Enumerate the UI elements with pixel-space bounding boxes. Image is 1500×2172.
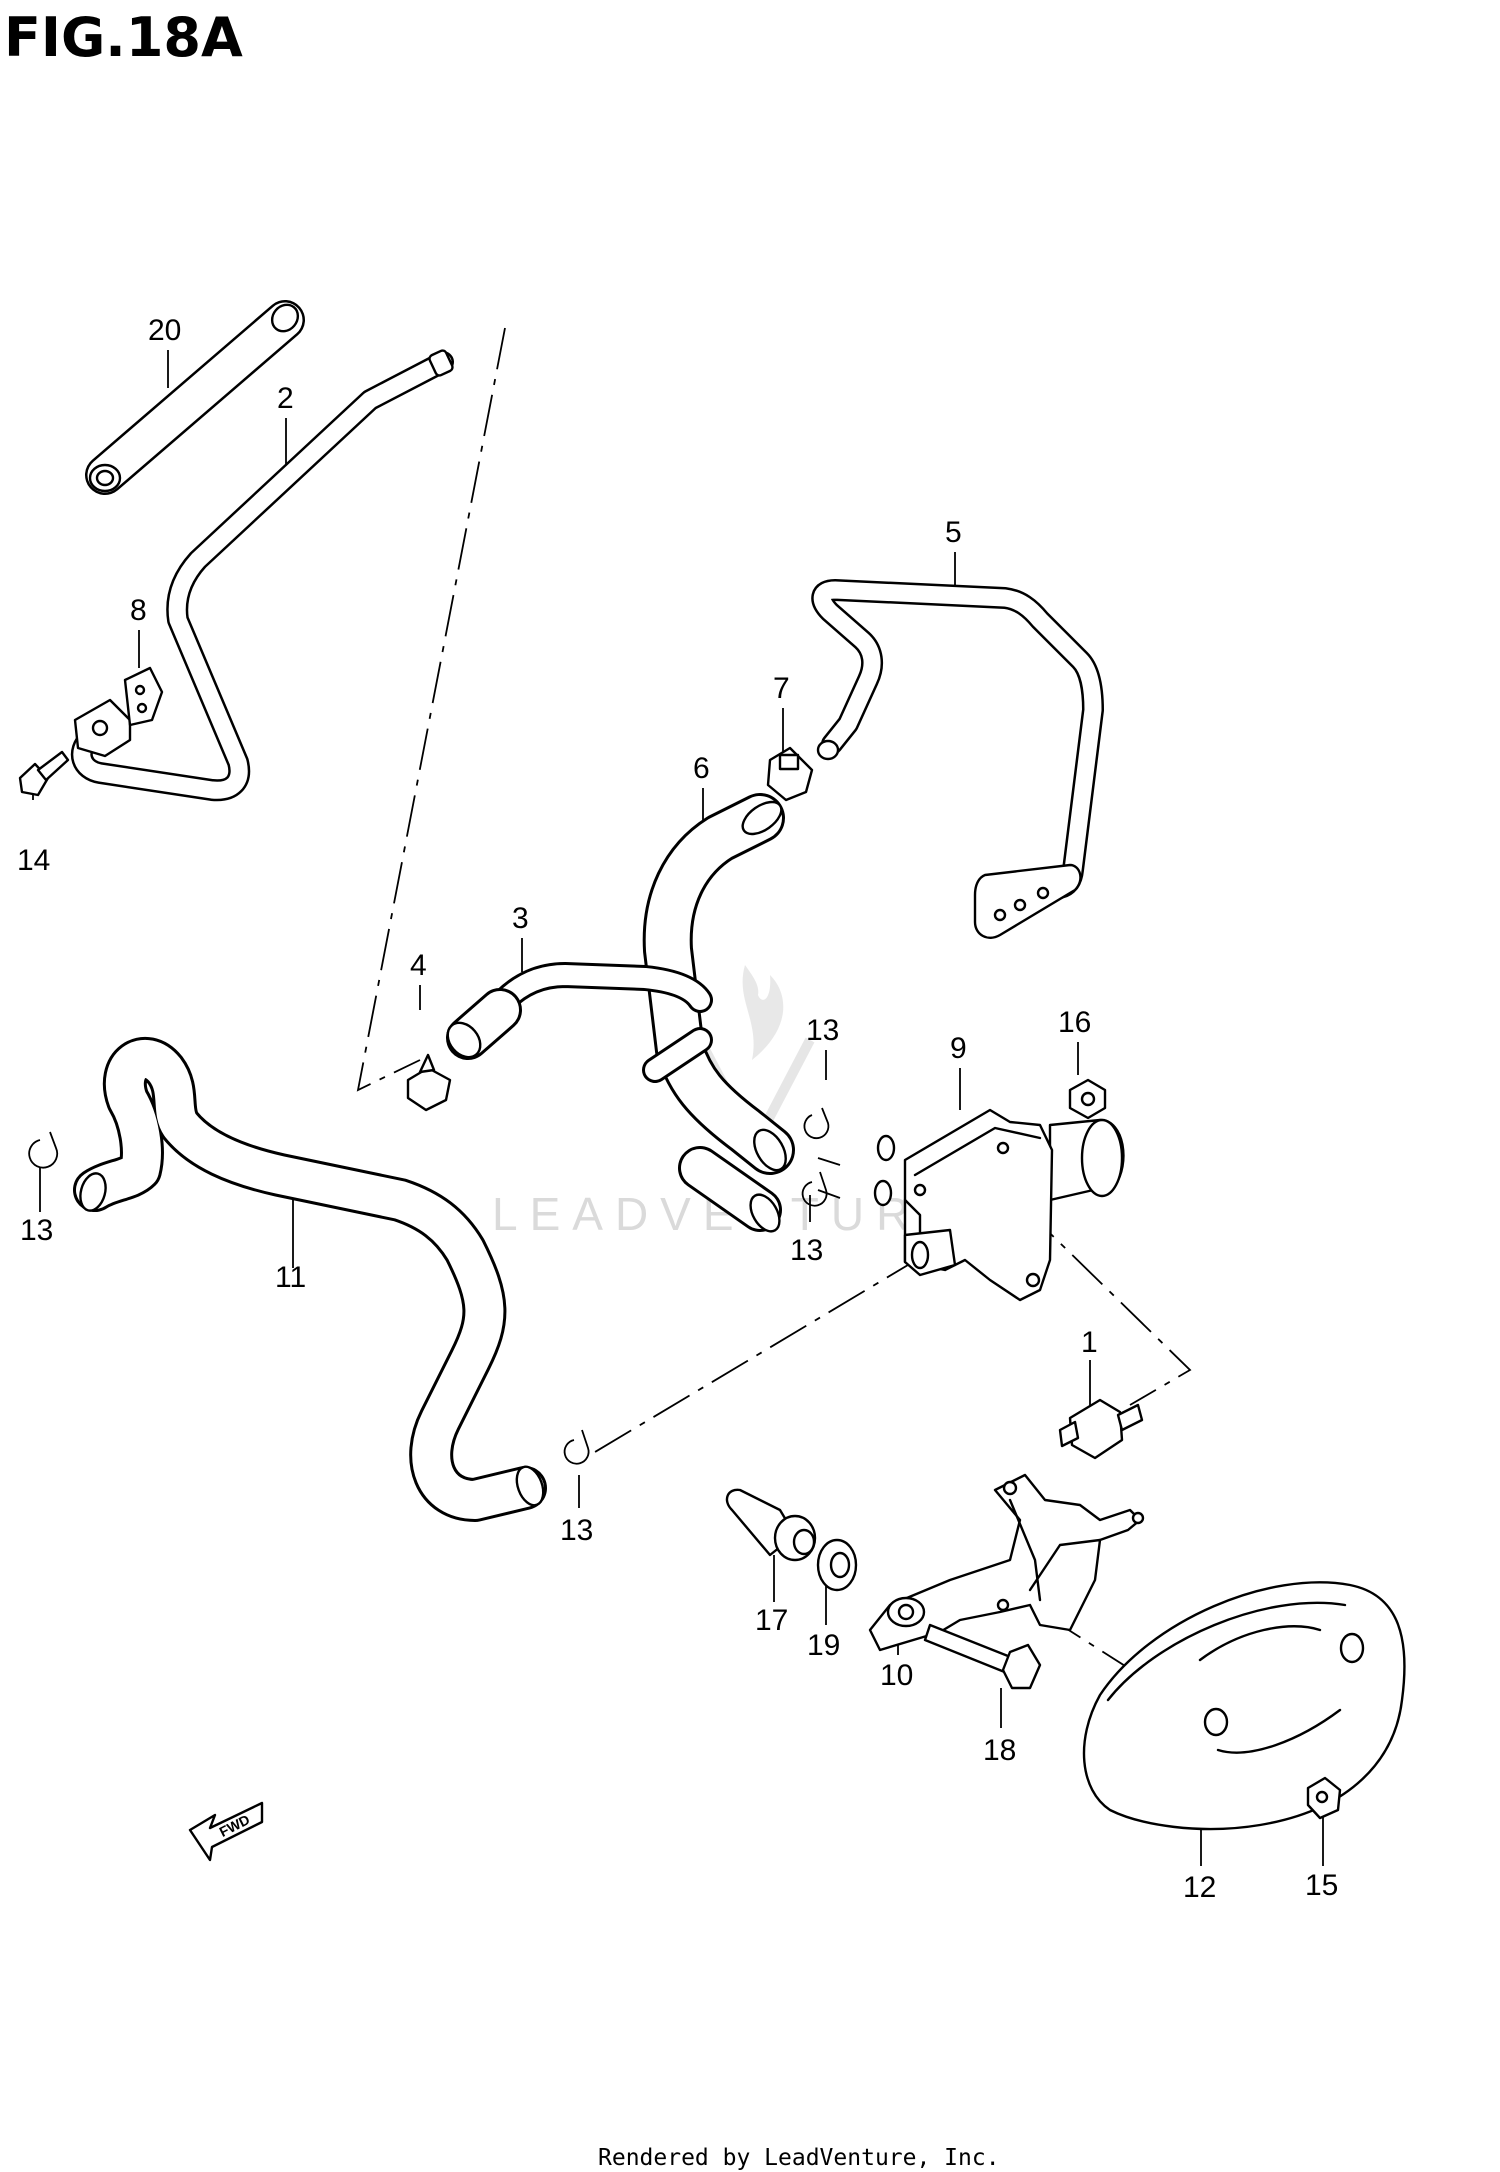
callout-8: 8 (130, 594, 147, 627)
clip-13 (28, 1107, 830, 1465)
callout-1: 1 (1081, 1326, 1098, 1359)
bolt-18 (923, 1623, 1042, 1690)
callout-7: 7 (773, 672, 790, 705)
callout-10: 10 (880, 1659, 913, 1692)
callout-13-upper: 13 (806, 1014, 839, 1047)
callout-4: 4 (410, 949, 427, 982)
clamp-4 (406, 1053, 452, 1112)
fitting-1 (1058, 1398, 1144, 1460)
nut-15 (1306, 1776, 1342, 1820)
footer-credit: Rendered by LeadVenture, Inc. (598, 2145, 1000, 2171)
callout-20: 20 (148, 314, 181, 347)
callout-9: 9 (950, 1032, 967, 1065)
collar-17 (725, 1488, 817, 1562)
fwd-arrow-icon: FWD (188, 1801, 264, 1862)
hose-20 (85, 300, 305, 495)
hose-3 (446, 962, 713, 1083)
bracket-10 (868, 1473, 1145, 1652)
grommet-19 (816, 1538, 858, 1592)
bolt-14 (18, 750, 70, 797)
callout-19: 19 (807, 1629, 840, 1662)
callout-17: 17 (755, 1604, 788, 1637)
cover-12 (1082, 1581, 1406, 1831)
callout-5: 5 (945, 516, 962, 549)
hose-11 (73, 1036, 547, 1522)
callout-labels: 20 2 8 14 5 7 6 3 4 13 16 9 13 13 11 1 1… (17, 314, 1338, 1904)
figure-title: FIG.18A (4, 6, 243, 69)
gasket-8 (123, 666, 164, 727)
hose-6 (642, 793, 795, 1233)
callout-14: 14 (17, 844, 50, 877)
callout-3: 3 (512, 902, 529, 935)
callout-18: 18 (983, 1734, 1016, 1767)
callout-13-lower: 13 (560, 1514, 593, 1547)
callout-13-left: 13 (20, 1214, 53, 1247)
callout-11: 11 (275, 1261, 306, 1294)
callout-12: 12 (1183, 1871, 1216, 1904)
callout-16: 16 (1058, 1006, 1091, 1039)
leader-lines (32, 350, 1324, 1866)
callout-6: 6 (693, 752, 710, 785)
callout-13-valve: 13 (790, 1234, 823, 1267)
valve-9 (873, 1108, 1125, 1302)
callout-2: 2 (277, 382, 294, 415)
clamp-7 (766, 746, 814, 802)
pipe-2 (70, 349, 454, 802)
callout-15: 15 (1305, 1869, 1338, 1902)
pipe-5 (811, 579, 1104, 939)
nut-16 (1068, 1078, 1107, 1120)
